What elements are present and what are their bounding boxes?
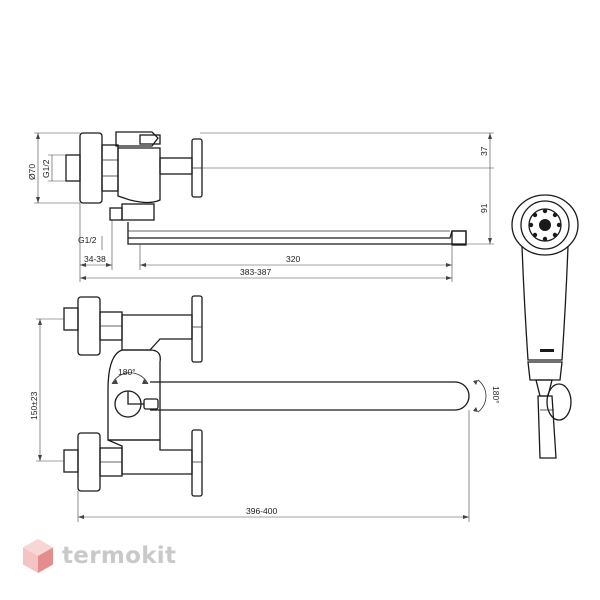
diverter-top <box>115 131 159 147</box>
dim-d70: Ø70 <box>27 164 37 180</box>
brand-name: termokit <box>62 543 177 569</box>
diverter-lever <box>139 134 161 145</box>
holder-bracket <box>546 383 572 421</box>
inlet-pipe <box>65 154 81 182</box>
upper-body <box>121 314 193 351</box>
shower-logo-mark <box>540 349 554 352</box>
holder-collar <box>527 361 563 381</box>
spout-base <box>121 203 155 221</box>
front-view <box>36 295 487 522</box>
lower-inlet-pipe <box>63 449 79 473</box>
lower-cross-handle <box>191 429 203 497</box>
front-view-dimensions <box>36 318 470 522</box>
upper-cross-handle <box>191 295 203 363</box>
side-view-dimensions <box>34 132 494 282</box>
dim-396-400: 396-400 <box>246 506 277 516</box>
aerator <box>451 230 467 246</box>
dim-g12-left: G1/2 <box>41 159 51 178</box>
upper-inlet-pipe <box>63 307 79 331</box>
brand-logo-icon <box>23 539 53 573</box>
shower-handle <box>521 245 569 361</box>
shower-face <box>520 200 570 250</box>
dim-150: 150±23 <box>29 391 39 420</box>
side-view <box>34 131 494 282</box>
lower-body <box>107 439 193 475</box>
dim-383-387: 383-387 <box>240 267 271 277</box>
spout-rotation-arrow <box>477 379 487 413</box>
cartridge-stem <box>159 157 193 175</box>
rotation-label-top: 180° <box>118 367 136 377</box>
hose-outlet <box>109 207 123 221</box>
dim-37: 37 <box>479 146 489 156</box>
dim-320: 320 <box>286 254 300 264</box>
rotation-label-right: 180° <box>491 386 501 404</box>
upper-flange <box>77 296 101 356</box>
nozzle-ring <box>528 208 562 242</box>
mixer-column <box>107 349 161 441</box>
shower-head <box>511 194 579 256</box>
wall-flange <box>79 132 103 204</box>
diverter-lever-front <box>127 391 150 405</box>
lower-flange <box>77 432 101 492</box>
front-spout <box>150 381 470 411</box>
dim-g12-bottom: G1/2 <box>78 235 97 245</box>
dim-91: 91 <box>479 203 489 213</box>
brand-watermark: termokit <box>22 536 176 576</box>
mixer-body <box>117 147 161 204</box>
hex-nut <box>101 144 119 192</box>
spout <box>127 222 467 245</box>
hose-connector <box>537 395 557 459</box>
hand-shower <box>511 194 579 459</box>
dim-34-38: 34-38 <box>84 254 106 264</box>
